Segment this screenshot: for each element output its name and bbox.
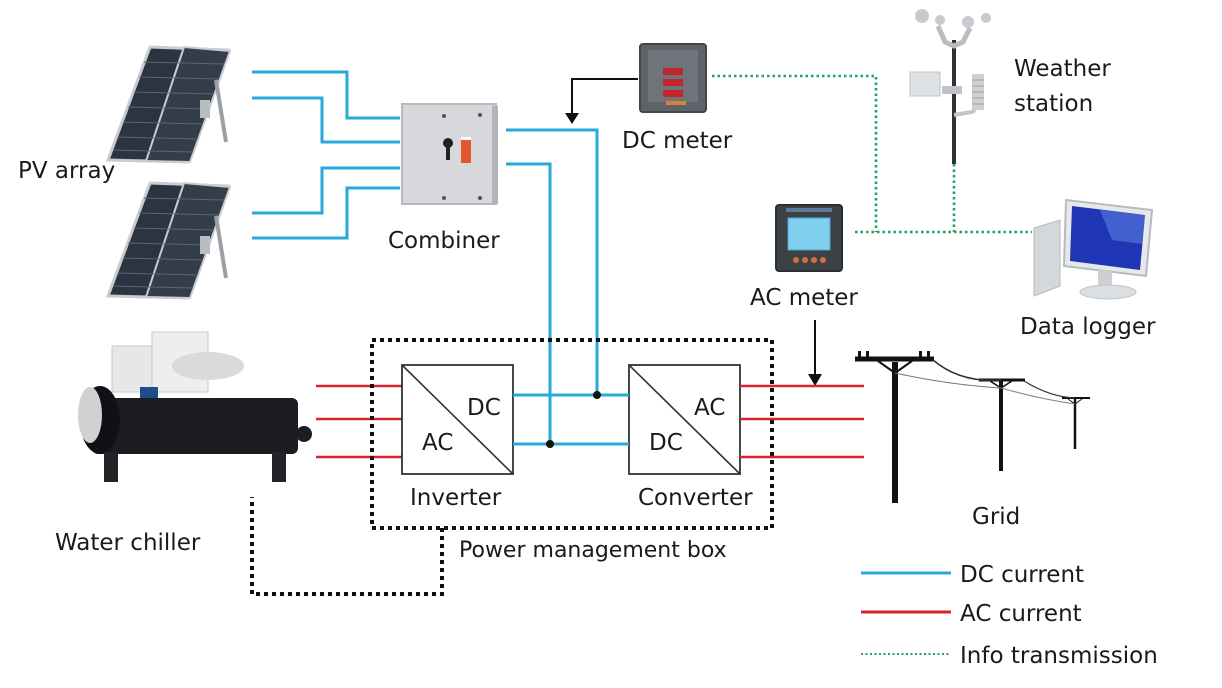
junction-dot — [593, 391, 601, 399]
weather-station-icon — [909, 9, 991, 164]
legend: DC current AC current Info transmission — [861, 562, 1158, 669]
power-box-label: Power management box — [459, 538, 727, 563]
dc-meter-icon — [639, 43, 707, 113]
combiner-box-icon — [401, 103, 498, 205]
pv-panel-icon — [105, 181, 232, 300]
weather-station-label-line2: station — [1014, 91, 1093, 117]
data-logger-label: Data logger — [1020, 314, 1156, 340]
dc-line — [506, 128, 599, 444]
info-transmission-line — [712, 74, 1032, 234]
converter-block — [628, 364, 741, 475]
measurement-arrow — [808, 320, 822, 386]
junction-dot — [546, 440, 554, 448]
inverter-block — [401, 364, 514, 475]
dc-bus — [513, 391, 629, 448]
combiner-label: Combiner — [388, 228, 500, 254]
converter-label: Converter — [638, 485, 753, 511]
grid-label: Grid — [972, 504, 1020, 530]
inverter-ac-label: AC — [422, 430, 453, 456]
ac-meter-icon — [775, 204, 843, 272]
ac-line — [740, 384, 864, 459]
measurement-arrow — [565, 78, 638, 124]
ac-line — [316, 384, 402, 459]
grid-power-pole-icon — [855, 351, 1090, 503]
converter-dc-label: DC — [649, 430, 683, 456]
legend-item-ac-current: AC current — [861, 601, 1082, 627]
legend-item-dc-current: DC current — [861, 562, 1084, 588]
power-management-box — [370, 338, 774, 530]
dc-meter-label: DC meter — [622, 128, 733, 154]
legend-label-info: Info transmission — [960, 643, 1158, 669]
pv-array-label: PV array — [18, 158, 115, 184]
pv-panel-icon — [105, 45, 232, 164]
water-chiller-icon — [78, 331, 312, 482]
ac-meter-label: AC meter — [750, 285, 858, 311]
chiller-control-link — [250, 497, 444, 596]
water-chiller-label: Water chiller — [55, 530, 201, 556]
data-logger-computer-icon — [1033, 198, 1154, 300]
legend-label-ac: AC current — [960, 601, 1082, 627]
legend-item-info-transmission: Info transmission — [861, 643, 1158, 669]
dc-line — [252, 70, 400, 240]
converter-ac-label: AC — [694, 395, 725, 421]
inverter-label: Inverter — [410, 485, 502, 511]
legend-label-dc: DC current — [960, 562, 1084, 588]
inverter-dc-label: DC — [467, 395, 501, 421]
weather-station-label-line1: Weather — [1014, 56, 1111, 82]
